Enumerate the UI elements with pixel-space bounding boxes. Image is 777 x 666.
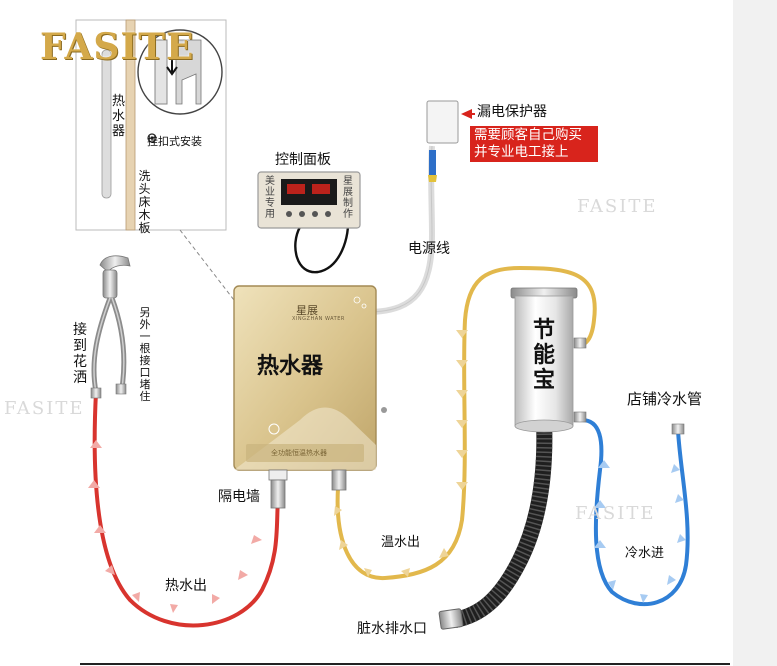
watermark: FASITE (577, 196, 658, 217)
warm-water-pipe (335, 265, 597, 581)
power-cord (371, 145, 436, 315)
water-heater (233, 285, 387, 509)
shop-cold-pipe-label: 店铺冷水管 (627, 390, 703, 408)
cold-in-label: 冷水进 (625, 546, 665, 561)
breaker-warning: 需要顾客自己购买 并专业电工接上 (470, 126, 598, 162)
hot-out-label: 热水出 (165, 578, 207, 594)
warm-flow-arrows (334, 330, 468, 577)
isolation-wall-label: 隔电墙 (218, 489, 260, 505)
heater-bottom-label: 全功能恒温热水器 (271, 449, 327, 457)
heater-label: 热水器 (257, 354, 324, 379)
drain-hose (453, 419, 553, 628)
cold-water-pipe (581, 418, 690, 607)
drain-label: 脏水排水口 (357, 621, 427, 637)
breaker-note-line-1: 需要顾客自己购买 (474, 127, 582, 143)
panel-left-text: 美业专用 (265, 176, 275, 220)
shower-faucet (90, 255, 131, 399)
brand-logo: FASITE (40, 26, 195, 68)
energy-saver-label: 节能宝 (532, 318, 555, 393)
control-panel (257, 171, 361, 229)
watermark: FASITE (4, 398, 85, 419)
inset-board-label: 洗头床木板 (138, 169, 151, 235)
panel-right-text: 星展制作 (343, 176, 353, 220)
watermark: FASITE (575, 503, 656, 524)
breaker-label: 漏电保护器 (477, 104, 547, 120)
heater-brand-sub: XINGZHAN WATER (292, 316, 345, 322)
hot-flow-arrows (88, 440, 262, 613)
plug-other-label: 另外一根接口堵住 (139, 306, 151, 403)
warm-out-label: 温水出 (381, 535, 421, 550)
heater-brand: 星展 (296, 304, 318, 317)
leakage-breaker (426, 100, 475, 144)
breaker-note-line-2: 并专业电工接上 (474, 144, 569, 160)
inset-heater-label: 热水器 (111, 94, 125, 139)
control-panel-label: 控制面板 (275, 152, 331, 168)
energy-saver-unit (510, 287, 587, 433)
inset-mount-label: 挂扣式安装 (147, 135, 202, 148)
mount-inset (75, 19, 235, 301)
connect-shower-label: 接到花洒 (73, 322, 87, 386)
power-cord-label: 电源线 (408, 241, 450, 257)
cold-flow-arrows (594, 460, 686, 603)
hot-water-pipe (92, 391, 280, 628)
